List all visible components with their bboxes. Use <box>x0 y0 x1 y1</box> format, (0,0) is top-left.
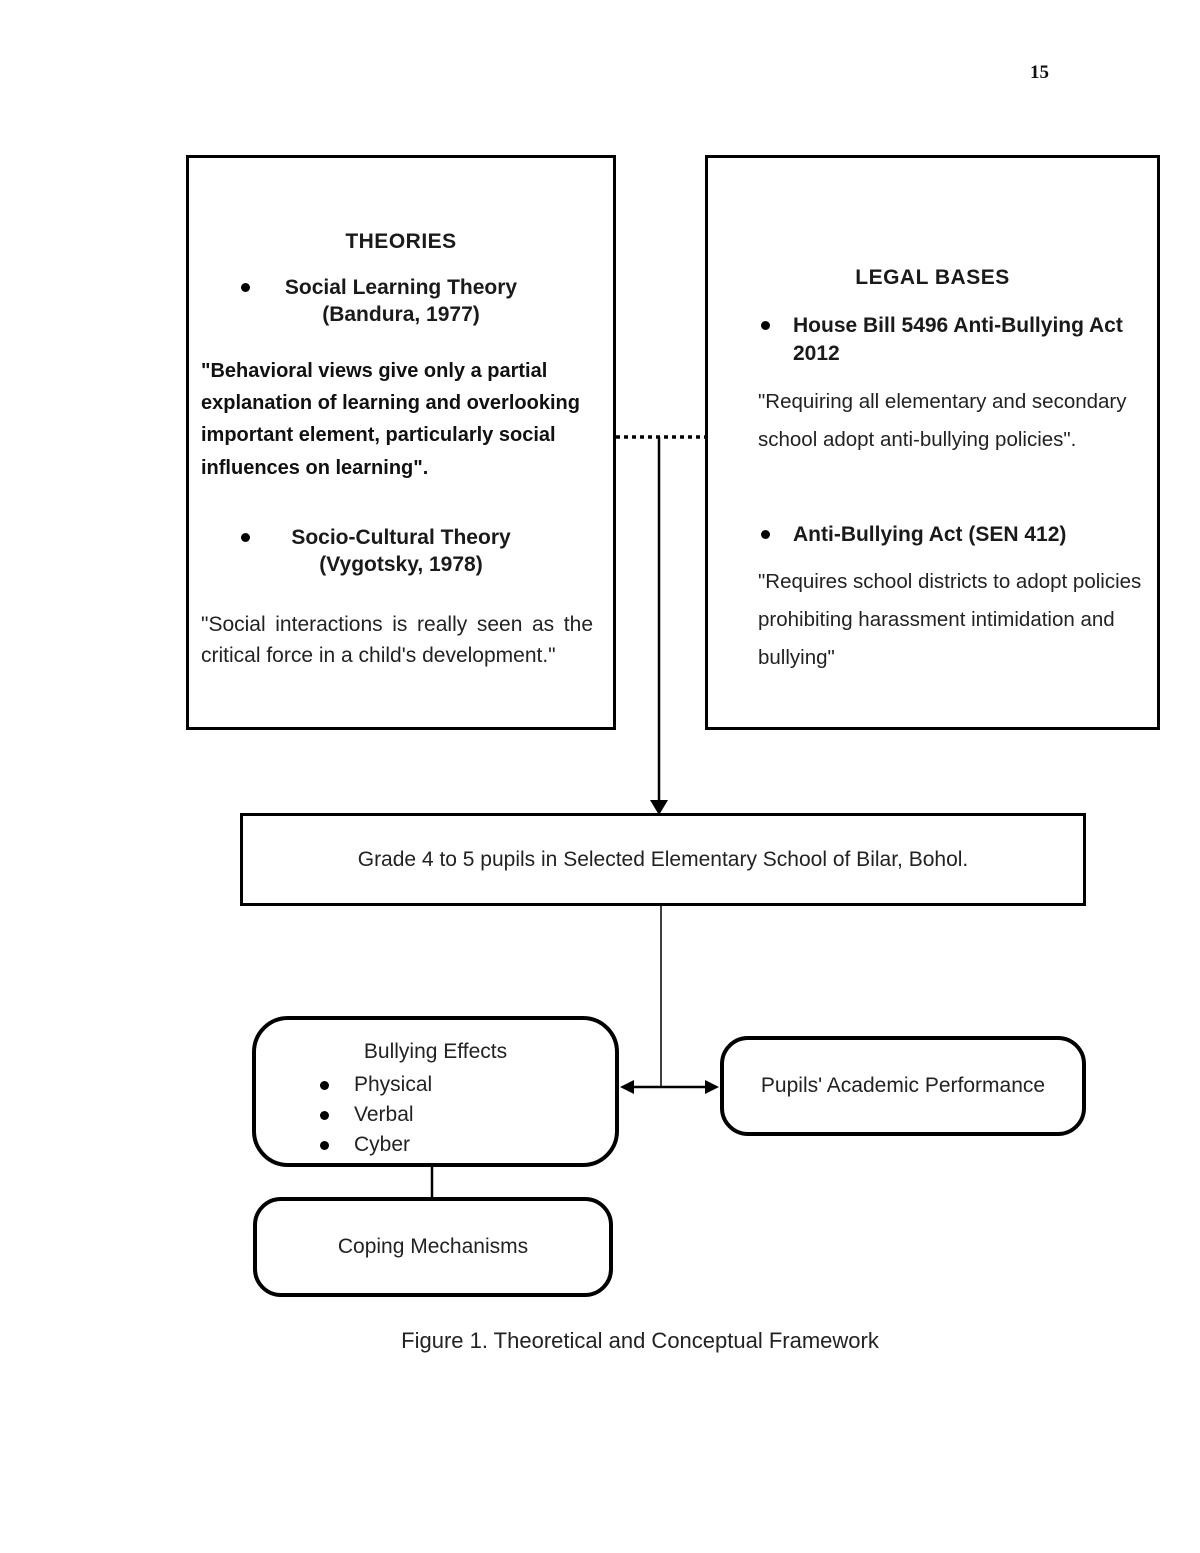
legal-bases-title: LEGAL BASES <box>855 266 1010 289</box>
effects-item: Verbal <box>256 1100 615 1130</box>
arrowhead-left-icon <box>620 1080 634 1094</box>
academic-performance-box: Pupils' Academic Performance <box>720 1036 1086 1136</box>
theory-item-social-learning: Social Learning Theory (Bandura, 1977) <box>189 274 613 329</box>
bullet-icon <box>320 1081 329 1090</box>
effects-item-label: Verbal <box>354 1103 414 1126</box>
effects-item-label: Cyber <box>354 1133 411 1156</box>
coping-mechanisms-box: Coping Mechanisms <box>253 1197 613 1297</box>
effects-item-label: Physical <box>354 1073 433 1096</box>
bullet-icon <box>761 321 770 330</box>
figure-caption: Figure 1. Theoretical and Conceptual Fra… <box>401 1328 879 1353</box>
theory-heading: Socio-Cultural Theory <box>291 526 511 550</box>
bullet-icon <box>241 533 250 543</box>
theory-item-socio-cultural: Socio-Cultural Theory (Vygotsky, 1978) <box>189 524 613 579</box>
legal-heading: Anti-Bullying Act (SEN 412) <box>793 522 1067 546</box>
legal-quote: "Requires school districts to adopt poli… <box>758 569 1142 669</box>
arrowhead-right-icon <box>705 1080 719 1094</box>
theories-title: THEORIES <box>345 230 457 253</box>
coping-label: Coping Mechanisms <box>337 1235 529 1258</box>
effects-item: Cyber <box>256 1130 615 1160</box>
theory-subheading: (Vygotsky, 1978) <box>319 553 483 577</box>
bullet-icon <box>320 1141 329 1150</box>
legal-item-house-bill: House Bill 5496 Anti-Bullying Act 2012 <box>708 312 1157 369</box>
legal-quote: "Requiring all elementary and secondary … <box>758 389 1127 451</box>
theory-quote: "Social interactions is really seen as t… <box>201 612 593 668</box>
effects-title: Bullying Effects <box>363 1040 508 1063</box>
theory-subheading: (Bandura, 1977) <box>322 303 480 327</box>
legal-heading: House Bill 5496 Anti-Bullying Act 2012 <box>793 314 1123 366</box>
bullet-icon <box>241 283 250 292</box>
population-box: Grade 4 to 5 pupils in Selected Elementa… <box>240 813 1086 906</box>
legal-item-anti-bullying-act: Anti-Bullying Act (SEN 412) <box>708 521 1157 549</box>
theory-heading: Social Learning Theory <box>284 276 518 299</box>
page-number: 15 <box>1030 62 1049 83</box>
bullet-icon <box>761 529 770 539</box>
effects-list: Physical Verbal Cyber <box>256 1070 615 1160</box>
population-label: Grade 4 to 5 pupils in Selected Elementa… <box>357 847 969 871</box>
bullying-effects-box: Bullying Effects Physical Verbal Cyber <box>252 1016 619 1167</box>
legal-bases-box: LEGAL BASES House Bill 5496 Anti-Bullyin… <box>705 155 1160 730</box>
theories-box: THEORIES Social Learning Theory (Bandura… <box>186 155 616 730</box>
bullet-icon <box>320 1111 329 1120</box>
performance-label: Pupils' Academic Performance <box>760 1074 1046 1097</box>
theory-quote: "Behavioral views give only a partial ex… <box>201 359 580 479</box>
effects-item: Physical <box>256 1070 615 1100</box>
